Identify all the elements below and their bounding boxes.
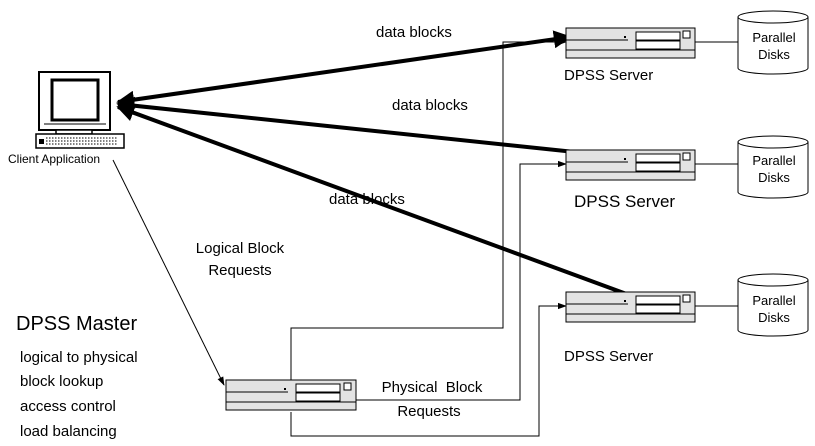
disks-label-2b: Disks bbox=[758, 170, 790, 185]
disks-label-3a: Parallel bbox=[752, 293, 795, 308]
disks-label-2a: Parallel bbox=[752, 153, 795, 168]
logical-request-arrow bbox=[112, 159, 225, 386]
disk-cylinder-icon-3 bbox=[737, 273, 809, 337]
logical-requests-label-1: Logical Block bbox=[196, 240, 285, 257]
data-arrow-server3 bbox=[116, 104, 633, 298]
master-title: DPSS Master bbox=[16, 313, 137, 335]
server-label-1: DPSS Server bbox=[564, 67, 653, 84]
data-arrow-server2 bbox=[116, 96, 633, 160]
server-label-3: DPSS Server bbox=[564, 348, 653, 365]
server-icon-3 bbox=[565, 291, 696, 323]
master-function-4: load balancing bbox=[20, 423, 117, 440]
data-blocks-label-1: data blocks bbox=[376, 24, 452, 41]
disk-cylinder-icon-1 bbox=[737, 10, 809, 75]
master-function-1: logical to physical bbox=[20, 349, 138, 366]
server-label-2: DPSS Server bbox=[574, 192, 675, 211]
physical-requests-label-1: Physical Block bbox=[382, 379, 483, 396]
server-icon-1 bbox=[565, 27, 696, 59]
physical-request-lines bbox=[290, 38, 567, 437]
disks-label-1a: Parallel bbox=[752, 30, 795, 45]
logical-requests-label-2: Requests bbox=[208, 262, 271, 279]
server-icon-2 bbox=[565, 149, 696, 181]
disk-cylinder-icon-2 bbox=[737, 135, 809, 199]
disks-label-3b: Disks bbox=[758, 310, 790, 325]
master-server-icon bbox=[225, 379, 357, 411]
client-label: Client Application bbox=[8, 152, 100, 166]
master-function-3: access control bbox=[20, 398, 116, 415]
physical-requests-label-2: Requests bbox=[397, 403, 460, 420]
client-computer-icon bbox=[35, 71, 125, 149]
data-blocks-label-2: data blocks bbox=[392, 97, 468, 114]
data-blocks-label-3: data blocks bbox=[329, 191, 405, 208]
data-block-arrows bbox=[116, 30, 633, 298]
master-function-2: block lookup bbox=[20, 373, 103, 390]
disks-label-1b: Disks bbox=[758, 47, 790, 62]
physical-request-line-3 bbox=[290, 302, 567, 437]
data-arrow-server1 bbox=[116, 30, 572, 109]
physical-request-line-2 bbox=[356, 160, 567, 401]
physical-request-line-1 bbox=[290, 38, 567, 385]
